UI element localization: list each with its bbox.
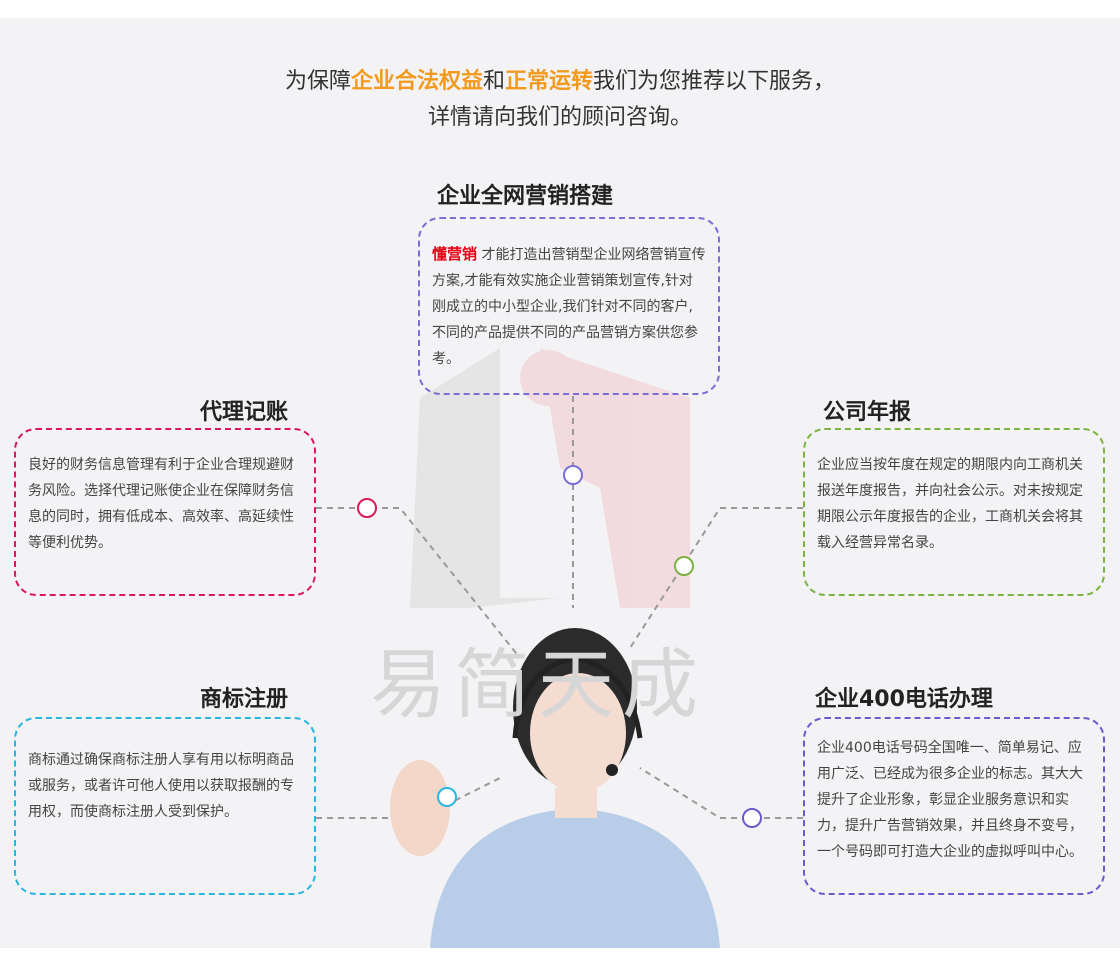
title-400-phone: 企业400电话办理	[815, 687, 993, 712]
dot-accounting	[357, 498, 377, 518]
card-400-phone: 企业400电话号码全国唯一、简单易记、应用广泛、已经成为很多企业的标志。其大大提…	[803, 717, 1105, 895]
headline-text: 我们为您推荐以下服务，	[593, 69, 836, 94]
card-text: 企业应当按年度在规定的期限内向工商机关报送年度报告，并向社会公示。对未按规定期限…	[817, 457, 1083, 551]
card-annual-report: 企业应当按年度在规定的期限内向工商机关报送年度报告，并向社会公示。对未按规定期限…	[803, 428, 1105, 596]
headline-highlight: 企业合法权益	[350, 69, 483, 94]
card-text: 企业400电话号码全国唯一、简单易记、应用广泛、已经成为很多企业的标志。其大大提…	[817, 740, 1083, 860]
title-accounting: 代理记账	[200, 400, 289, 425]
card-trademark: 商标通过确保商标注册人享有用以标明商品或服务，或者许可他人使用以获取报酬的专用权…	[14, 717, 316, 895]
highlight-lead: 懂营销	[432, 245, 478, 263]
headline: 为保障企业合法权益和正常运转我们为您推荐以下服务，	[0, 64, 1120, 100]
card-text: 才能打造出营销型企业网络营销宣传方案,才能有效实施企业营销策划宣传,针对刚成立的…	[432, 247, 706, 367]
headline-text: 和	[482, 69, 505, 94]
headline-line2: 详情请向我们的顾问咨询。	[427, 105, 692, 130]
dot-marketing	[563, 465, 583, 485]
dot-annual-report	[674, 556, 694, 576]
title-trademark: 商标注册	[200, 687, 289, 712]
title-marketing: 企业全网营销搭建	[437, 184, 614, 209]
dot-400-phone	[742, 808, 762, 828]
connector-dots	[357, 465, 762, 828]
logo-watermark-icon	[410, 348, 690, 608]
dot-trademark	[437, 787, 457, 807]
title-annual-report: 公司年报	[823, 400, 912, 425]
headline-highlight: 正常运转	[505, 69, 594, 94]
card-text: 良好的财务信息管理有利于企业合理规避财务风险。选择代理记账使企业在保障财务信息的…	[28, 457, 294, 551]
watermark-text: 易简天成	[370, 640, 706, 729]
person-photo	[390, 628, 720, 948]
background-graphics	[316, 348, 803, 948]
card-accounting: 良好的财务信息管理有利于企业合理规避财务风险。选择代理记账使企业在保障财务信息的…	[14, 428, 316, 596]
card-text: 商标通过确保商标注册人享有用以标明商品或服务，或者许可他人使用以获取报酬的专用权…	[28, 752, 294, 820]
headline-text: 为保障	[284, 69, 351, 94]
card-marketing: 懂营销 才能打造出营销型企业网络营销宣传方案,才能有效实施企业营销策划宣传,针对…	[418, 217, 720, 395]
services-section: 易简天成 为保障企业合法权益和正常运转我们为您推荐以下服务， 详情请向我们的顾问…	[0, 18, 1120, 948]
